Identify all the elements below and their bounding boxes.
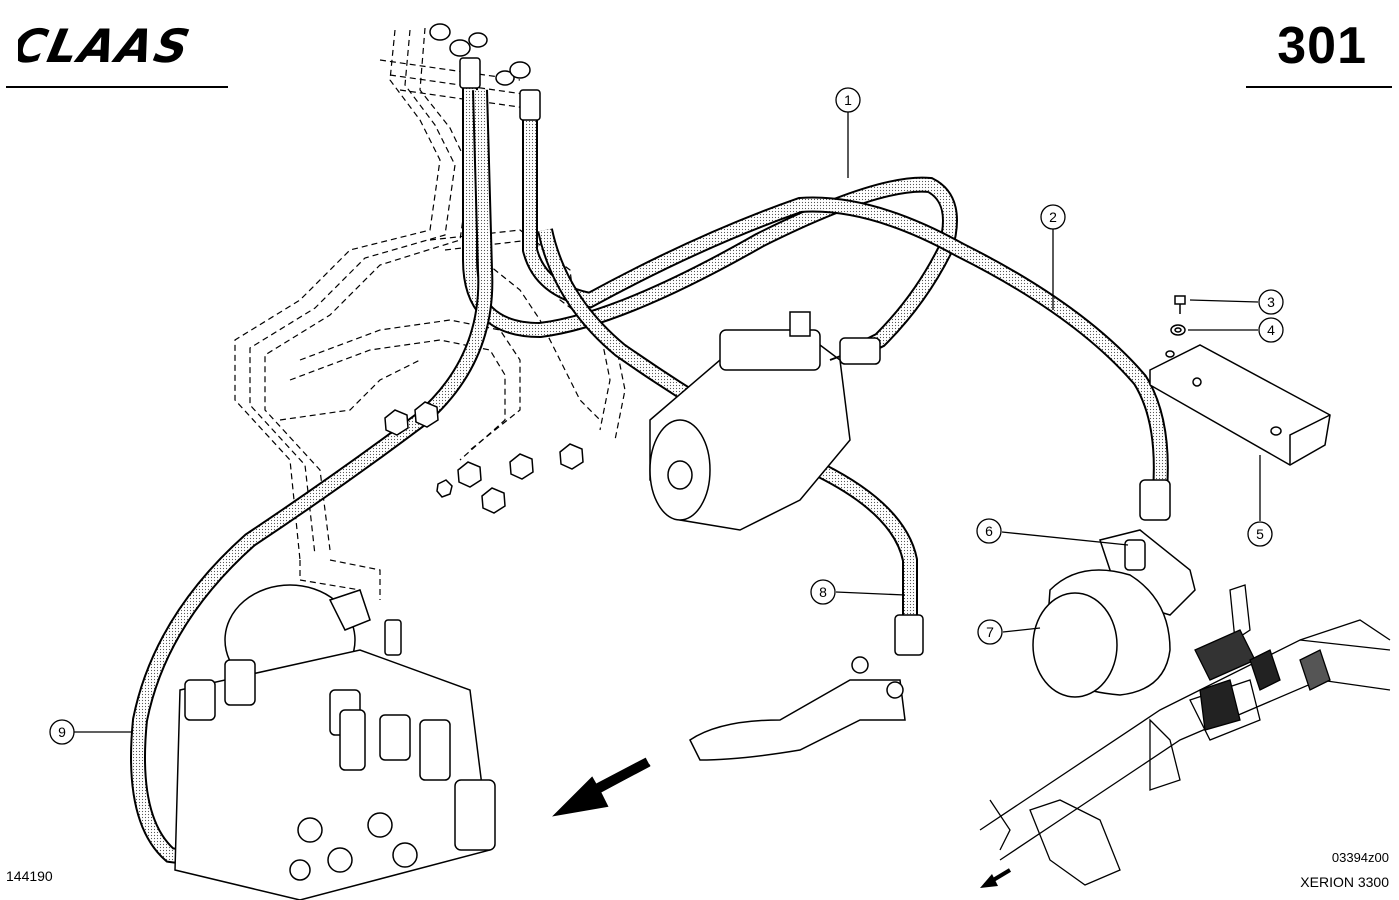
callout-1: 1: [835, 87, 861, 113]
svg-text:1: 1: [844, 92, 852, 108]
header-rule-right: [1246, 86, 1392, 88]
page-number: 301: [1277, 17, 1367, 75]
oil-filter: [1032, 479, 1196, 698]
callout-9: 9: [49, 719, 75, 745]
image-number: 144190: [6, 868, 53, 884]
header-rule-left: [6, 86, 228, 88]
direction-arrow: [552, 757, 651, 817]
svg-text:8: 8: [819, 584, 827, 600]
callout-leaders: [74, 112, 1261, 733]
model-name: XERION 3300: [1300, 874, 1389, 890]
callout-3: 3: [1258, 289, 1284, 315]
bolt-and-washer: [1170, 295, 1186, 336]
svg-text:7: 7: [986, 624, 994, 640]
svg-text:2: 2: [1049, 209, 1057, 225]
brand-logo-text: CLAAS: [18, 22, 196, 70]
brand-logo: CLAAS: [7, 19, 238, 75]
svg-text:3: 3: [1267, 294, 1275, 310]
callout-4: 4: [1258, 317, 1284, 343]
svg-text:9: 9: [58, 724, 66, 740]
inset-direction-arrow: [980, 868, 1012, 888]
top-fittings: [429, 23, 541, 121]
loose-nuts: [384, 401, 584, 514]
callout-7: 7: [977, 619, 1003, 645]
hose-9: [130, 89, 494, 864]
drawing-code: 03394z00: [1331, 850, 1389, 865]
hydraulic-pump: [649, 311, 881, 531]
inset-chassis: [979, 584, 1391, 886]
svg-text:5: 5: [1256, 526, 1264, 542]
control-valve-block: [174, 584, 496, 900]
hose-2: [522, 100, 1169, 491]
hose-8-fitting: [689, 614, 924, 761]
callout-8: 8: [810, 579, 836, 605]
svg-text:6: 6: [985, 523, 993, 539]
callout-2: 2: [1040, 204, 1066, 230]
callout-6: 6: [976, 518, 1002, 544]
bracket: [1149, 344, 1331, 466]
hose-1: [462, 80, 958, 358]
svg-text:4: 4: [1267, 322, 1275, 338]
callout-5: 5: [1247, 521, 1273, 547]
